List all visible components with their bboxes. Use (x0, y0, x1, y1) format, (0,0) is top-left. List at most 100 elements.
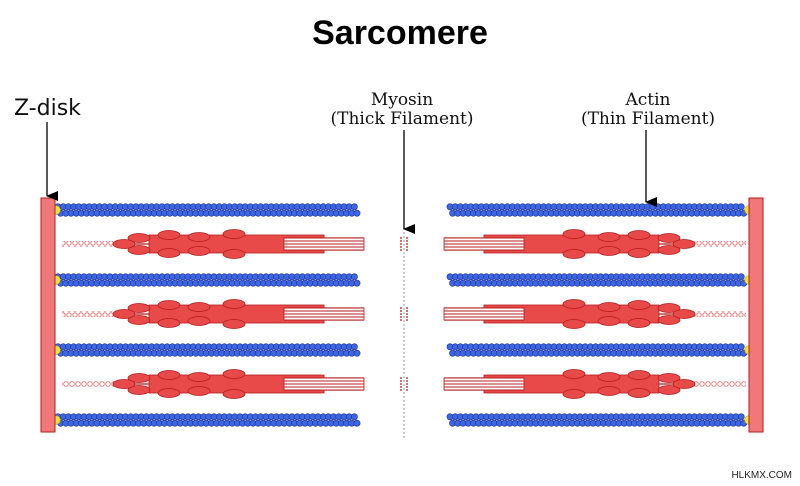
myosin-bare-zone (364, 307, 400, 321)
myosin-label-line2: (Thick Filament) (330, 109, 474, 129)
myosin-head (562, 389, 586, 399)
watermark: HLKMX.COM (731, 470, 792, 481)
actin-filament-right (446, 273, 754, 287)
myosin-head (597, 232, 621, 242)
myosin-label-line1: Myosin (370, 90, 434, 110)
z-disk-right (748, 197, 764, 433)
actin-bead (350, 343, 358, 351)
myosin-head (597, 302, 621, 312)
myosin-bare-zone (408, 377, 444, 391)
myosin-head (157, 370, 181, 380)
myosin-head (222, 389, 246, 399)
myosin-head (222, 229, 246, 239)
actin-filament-left (51, 203, 361, 217)
myosin-filament-left (62, 229, 402, 259)
actin-filament-left (51, 273, 361, 287)
myosin-head (222, 249, 246, 259)
actin-filament-left (51, 343, 361, 357)
myosin-head (127, 385, 151, 395)
myosin-head (127, 373, 151, 383)
titin-spring (62, 241, 120, 247)
myosin-bare-zone (408, 237, 444, 251)
myosin-head (112, 379, 136, 389)
myosin-filament-left (62, 299, 402, 329)
myosin-head (187, 232, 211, 242)
myosin-head (672, 239, 696, 249)
actin-bead (353, 349, 361, 357)
actin-label-line2: (Thin Filament) (580, 109, 716, 129)
myosin-head (562, 299, 586, 309)
myosin-head (672, 309, 696, 319)
myosin-head (627, 318, 651, 328)
myosin-head (657, 373, 681, 383)
myosin-head (657, 233, 681, 243)
myosin-head (222, 369, 246, 379)
actin-bead (350, 273, 358, 281)
myosin-head (562, 369, 586, 379)
myosin-head (127, 303, 151, 313)
myosin-head (627, 230, 651, 240)
myosin-head (562, 319, 586, 329)
titin-spring (62, 381, 120, 387)
myosin-bare-zone (364, 377, 400, 391)
myosin-layer (62, 229, 746, 399)
myosin-head (562, 229, 586, 239)
myosin-head (157, 300, 181, 310)
myosin-filament-right (406, 299, 746, 329)
actin-bead (737, 203, 745, 211)
myosin-head (187, 372, 211, 382)
myosin-head (627, 248, 651, 258)
myosin-label: Myosin (Thick Filament) (312, 91, 492, 129)
actin-filament-right (446, 203, 754, 217)
actin-layer (51, 203, 754, 427)
myosin-filament-right (406, 369, 746, 399)
myosin-head (627, 300, 651, 310)
actin-bead (350, 413, 358, 421)
z-disk-left (40, 197, 56, 433)
myosin-head (187, 246, 211, 256)
myosin-head (127, 315, 151, 325)
titin-spring (688, 311, 746, 317)
myosin-head (657, 245, 681, 255)
actin-label-line1: Actin (625, 90, 671, 110)
actin-bead (737, 273, 745, 281)
actin-bead (353, 279, 361, 287)
myosin-head (222, 319, 246, 329)
actin-filament-left (51, 413, 361, 427)
actin-bead (737, 343, 745, 351)
titin-spring (688, 241, 746, 247)
myosin-head (157, 230, 181, 240)
myosin-head (627, 388, 651, 398)
titin-spring (62, 311, 120, 317)
myosin-head (657, 303, 681, 313)
myosin-head (222, 299, 246, 309)
myosin-bare-zone (408, 307, 444, 321)
myosin-head (672, 379, 696, 389)
actin-bead (350, 203, 358, 211)
actin-label: Actin (Thin Filament) (548, 91, 748, 129)
myosin-head (157, 248, 181, 258)
myosin-head (187, 302, 211, 312)
myosin-head (597, 316, 621, 326)
actin-bead (737, 413, 745, 421)
actin-bead (353, 209, 361, 217)
myosin-head (157, 388, 181, 398)
myosin-head (187, 316, 211, 326)
actin-filament-right (446, 413, 754, 427)
myosin-head (597, 246, 621, 256)
actin-bead (353, 419, 361, 427)
myosin-head (187, 386, 211, 396)
myosin-head (627, 370, 651, 380)
myosin-head (597, 386, 621, 396)
myosin-head (597, 372, 621, 382)
myosin-head (112, 239, 136, 249)
myosin-bare-zone (364, 237, 400, 251)
myosin-head (562, 249, 586, 259)
arrow-layer (46, 122, 657, 234)
myosin-filament-right (406, 229, 746, 259)
myosin-head (127, 233, 151, 243)
myosin-filament-left (62, 369, 402, 399)
myosin-head (157, 318, 181, 328)
myosin-head (657, 385, 681, 395)
